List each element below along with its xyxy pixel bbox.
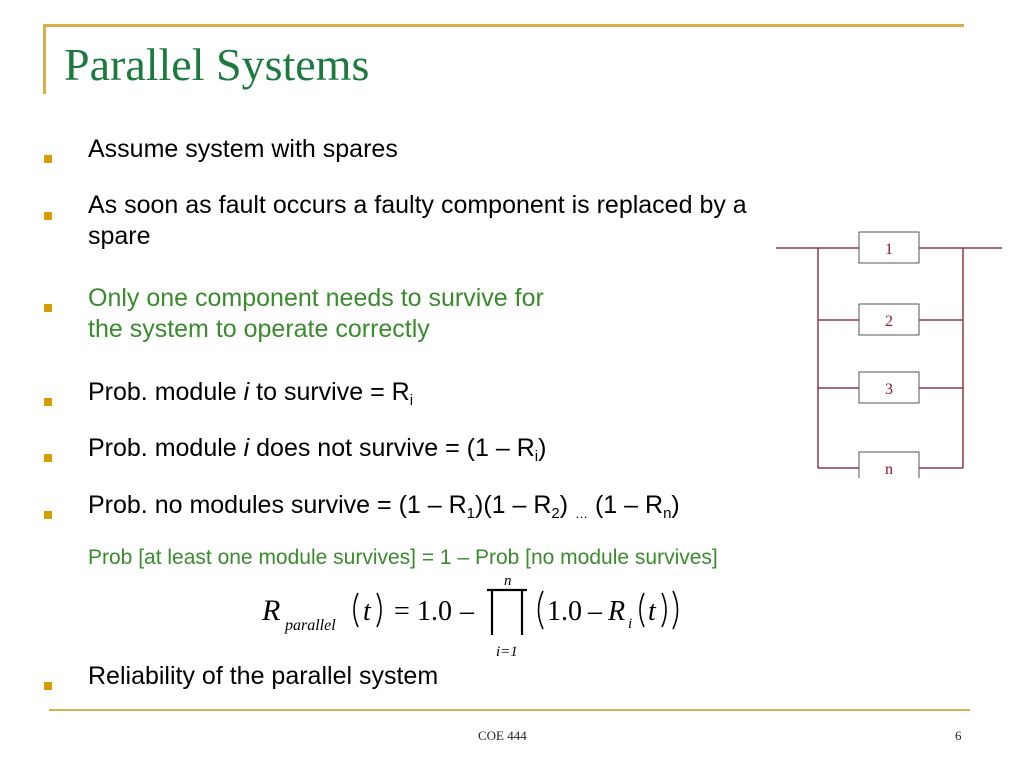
- bullet-one-survives-line1: Only one component needs to survive for: [88, 284, 544, 312]
- formula-R: R: [262, 594, 280, 627]
- text-segment: )(1 – R: [475, 491, 552, 519]
- bullet-fault-replace: As soon as fault occurs a faulty compone…: [88, 190, 747, 252]
- formula-minus: –: [459, 596, 475, 627]
- formula-t: t: [363, 596, 372, 627]
- module-label: 3: [885, 381, 893, 398]
- module-box-n: n: [858, 451, 920, 478]
- bullet-marker: [44, 454, 52, 462]
- subscript: 2: [551, 505, 560, 522]
- bullet-marker: [44, 511, 52, 519]
- footer-course: COE 444: [478, 728, 527, 743]
- bullet-one-survives: Only one component needs to survive for …: [88, 283, 544, 345]
- bullet-marker: [44, 212, 52, 220]
- probability-note: Prob [at least one module survives] = 1 …: [88, 546, 718, 569]
- bullet-marker: [44, 682, 52, 690]
- product-upper-limit: n: [504, 573, 512, 589]
- formula-inner-minus: –: [587, 596, 603, 627]
- bullet-prob-survive: Prob. module i to survive = Ri: [88, 377, 413, 416]
- text-segment: Prob. module: [88, 434, 244, 462]
- top-rule: [43, 24, 964, 27]
- paren-open: [537, 590, 544, 630]
- text-segment: Prob. no modules survive = (1 – R: [88, 491, 467, 519]
- bullet-assume-spares: Assume system with spares: [88, 135, 398, 163]
- product-lower-limit: i=1: [496, 644, 518, 660]
- subscript: n: [663, 505, 672, 522]
- text-segment: Prob. module: [88, 378, 244, 406]
- bullet-marker: [44, 155, 52, 163]
- footer-page-number: 6: [955, 728, 962, 743]
- bullet-marker: [44, 398, 52, 406]
- formula-i-subscript: i: [628, 616, 632, 632]
- bullet-prob-none-survive: Prob. no modules survive = (1 – R1)(1 – …: [88, 490, 680, 529]
- parallel-system-diagram: 1 2 3 n: [776, 231, 1002, 478]
- paren-open: [639, 592, 645, 628]
- formula-t2: t: [648, 596, 657, 627]
- variable-i: i: [243, 378, 250, 406]
- text-segment: to survive = R: [249, 378, 410, 406]
- reliability-formula: R parallel t = 1.0 – n i=1 1.0 – R i t: [262, 573, 679, 660]
- formula-Ri: R: [607, 596, 625, 627]
- text-segment: ): [559, 491, 576, 519]
- bullet-fault-replace-line1: As soon as fault occurs a faulty compone…: [88, 191, 747, 219]
- bullet-marker: [44, 304, 52, 312]
- left-rule: [43, 24, 46, 94]
- paren-close: [661, 592, 667, 628]
- subscript: i: [534, 448, 539, 465]
- text-segment: ): [538, 434, 547, 462]
- subscript: i: [409, 392, 414, 409]
- slide-title: Parallel Systems: [64, 39, 370, 90]
- diagram-wires: [776, 247, 1002, 469]
- paren-close: [672, 590, 679, 630]
- bullet-prob-not-survive: Prob. module i does not survive = (1 – R…: [88, 433, 546, 472]
- module-box-1: 1: [858, 231, 920, 264]
- paren-close: [376, 592, 382, 628]
- module-box-2: 2: [858, 303, 920, 336]
- text-segment: ): [671, 491, 680, 519]
- variable-i: i: [243, 434, 250, 462]
- bottom-rule: [49, 709, 970, 711]
- module-box-3: 3: [858, 371, 920, 404]
- module-label: n: [885, 461, 893, 478]
- bullet-reliability: Reliability of the parallel system: [88, 662, 439, 690]
- bullet-fault-replace-line2: spare: [88, 222, 151, 250]
- module-label: 1: [885, 241, 893, 258]
- formula-one: 1.0: [417, 596, 452, 627]
- formula-inner-one: 1.0: [547, 596, 582, 627]
- paren-open: [353, 592, 359, 628]
- formula-parallel-subscript: parallel: [284, 617, 336, 634]
- bullet-one-survives-line2: the system to operate correctly: [88, 315, 430, 343]
- product-symbol: [487, 588, 527, 635]
- subscript: 1: [466, 505, 475, 522]
- text-segment: (1 – R: [588, 491, 664, 519]
- ellipsis: …: [575, 506, 589, 521]
- module-label: 2: [885, 313, 893, 330]
- text-segment: does not survive = (1 – R: [249, 434, 535, 462]
- formula-equals: =: [394, 596, 410, 627]
